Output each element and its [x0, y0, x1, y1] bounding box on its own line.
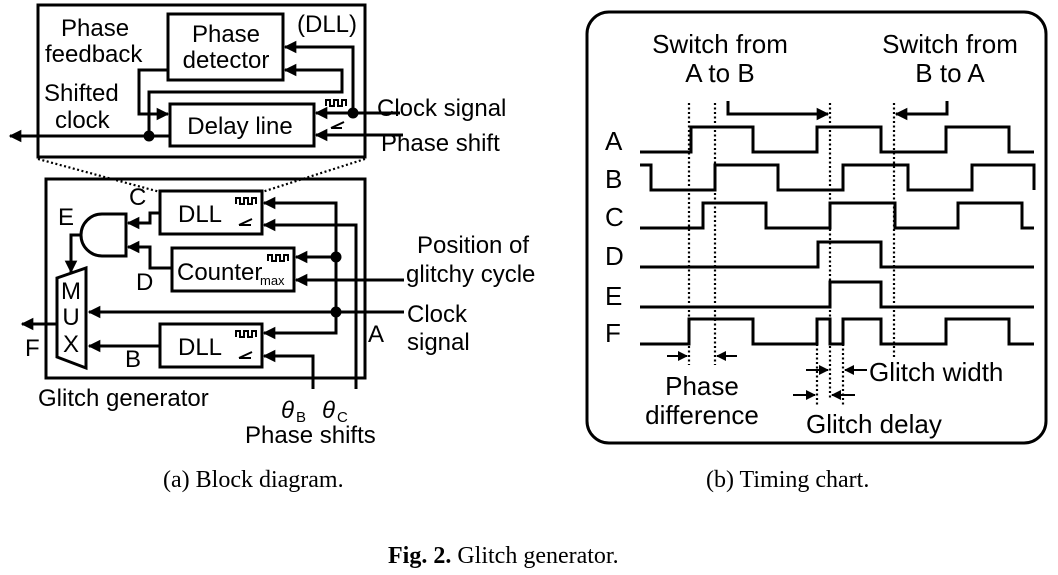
phase-feedback-wire — [137, 68, 170, 121]
zoom-connector-left — [37, 157, 161, 194]
signal-label-f: F — [605, 318, 621, 348]
clock-pulse-icon — [235, 197, 257, 205]
signal-label-e: E — [605, 281, 622, 311]
signal-trace-a — [640, 125, 1034, 154]
clock-pulse-icon — [267, 254, 289, 262]
node-e-label: E — [58, 204, 74, 231]
timing-chart-frame — [585, 10, 1048, 445]
theta-b-wire — [262, 349, 315, 389]
clock-pulse-icon — [235, 330, 257, 338]
counter-block — [170, 246, 296, 293]
theta-c-wire — [262, 218, 358, 389]
phase-ramp-icon — [238, 351, 253, 359]
clock-to-dll-top-wire — [262, 196, 338, 312]
signal-trace-c — [640, 201, 1034, 230]
position-label-1: Position of — [417, 232, 529, 259]
signal-label-d: D — [605, 241, 624, 271]
junction-dot — [330, 306, 342, 318]
signal-traces — [640, 125, 1036, 346]
glitch-generator-label: Glitch generator — [38, 385, 209, 412]
switch-b-to-a-arrow — [894, 101, 949, 121]
delay-line-label: Delay line — [187, 113, 292, 140]
clock-label-2: signal — [407, 329, 470, 356]
signal-label-b: B — [605, 164, 622, 194]
and-gate — [79, 212, 128, 258]
position-label-2: glitchy cycle — [406, 261, 535, 288]
junction-dot — [330, 251, 342, 263]
phase-feedback-label-2: feedback — [45, 41, 143, 68]
e-to-mux-wire — [64, 233, 81, 274]
clock-signal-label: Clock signal — [377, 95, 506, 122]
node-c-label: C — [129, 184, 146, 211]
phase-shifts-label: Phase shifts — [245, 422, 376, 449]
node-d-label: D — [136, 269, 153, 296]
clock-pulse-icon — [325, 99, 347, 107]
counter-max-label: max — [260, 273, 285, 288]
phase-detector-label-2: detector — [183, 47, 270, 74]
d-to-and-wire — [126, 240, 172, 270]
zoom-connector-right — [261, 157, 366, 194]
signal-trace-b — [640, 163, 1036, 192]
clock-label-1: Clock — [407, 301, 468, 328]
shifted-clock-label-2: clock — [55, 107, 111, 134]
junction-dot — [143, 130, 155, 142]
phase-ramp-icon — [238, 218, 253, 226]
mux-label-x: X — [63, 331, 79, 358]
phase-detector-block — [166, 12, 285, 82]
mux-label-u: U — [62, 304, 79, 331]
glitch-delay-label: Glitch delay — [806, 409, 942, 439]
dll-bottom-label: DLL — [178, 334, 222, 361]
feedback-to-detector-wire — [147, 63, 344, 136]
caption-a: (a) Block diagram. — [163, 467, 344, 493]
dll-detail-frame — [36, 3, 367, 159]
counter-label: Counter — [177, 259, 262, 286]
signal-label-c: C — [605, 202, 624, 232]
clock-to-detector-wire — [283, 40, 355, 113]
node-b-label: B — [125, 346, 141, 373]
delay-line-block — [168, 102, 316, 148]
timing-chart: Switch from A to B Switch from B to A AB… — [585, 10, 1048, 445]
switch-b-to-a-label-2: B to A — [915, 58, 985, 88]
node-f-label: F — [25, 335, 40, 362]
phase-ramp-icon — [330, 121, 345, 129]
dll-top-label: DLL — [178, 201, 222, 228]
glitch-width-label: Glitch width — [869, 357, 1003, 387]
signal-trace-e — [640, 280, 1034, 309]
shifted-clock-label-1: Shifted — [44, 80, 119, 107]
phase-difference-label-2: difference — [645, 400, 759, 430]
caption-b: (b) Timing chart. — [706, 467, 869, 493]
figure-title: Glitch generator. — [451, 543, 618, 569]
theta-c-subscript: C — [337, 409, 348, 426]
switch-a-to-b-arrow — [726, 101, 830, 121]
phase-feedback-label-1: Phase — [61, 15, 129, 42]
figure-number: Fig. 2. — [388, 543, 451, 569]
switch-a-to-b-label-1: Switch from — [652, 29, 788, 59]
signal-trace-d — [640, 240, 1034, 269]
switch-a-to-b-label-2: A to B — [685, 58, 754, 88]
c-to-and-wire — [126, 211, 160, 230]
mux-label-m: M — [61, 278, 81, 305]
signal-trace-f — [640, 317, 1034, 346]
switch-b-to-a-label-1: Switch from — [882, 29, 1018, 59]
clock-to-dll-bottom-wire — [262, 312, 338, 340]
node-a-label: A — [368, 321, 384, 348]
dll-title: (DLL) — [297, 11, 357, 38]
figure-caption: Fig. 2. Glitch generator. — [388, 543, 619, 569]
signal-label-a: A — [605, 126, 623, 156]
glitch-generator: DLL Counter max DLL M U X — [20, 177, 535, 449]
phase-difference-label-1: Phase — [665, 371, 739, 401]
theta-c-label: θ — [322, 397, 335, 424]
junction-dot — [347, 107, 359, 119]
theta-b-subscript: B — [296, 409, 306, 426]
phase-detector-label-1: Phase — [192, 21, 260, 48]
dll-detail: Phase detector Delay line (DLL) Phase fe… — [8, 3, 506, 194]
theta-b-label: θ — [281, 397, 294, 424]
